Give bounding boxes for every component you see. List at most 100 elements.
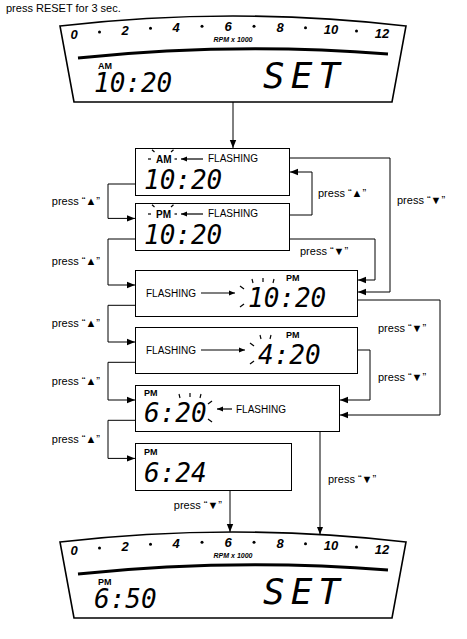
flash-mark-line xyxy=(189,393,190,397)
flashing-note: FLASHING xyxy=(146,346,196,356)
button-press-label: press “▲” xyxy=(50,317,102,330)
flow-arrow xyxy=(340,350,370,400)
flash-mark-line xyxy=(175,158,178,159)
scale-dot xyxy=(98,547,101,550)
flash-mark-line xyxy=(181,158,203,159)
flow-arrow xyxy=(108,420,135,458)
flash-mark-line xyxy=(200,394,201,398)
flow-arrow xyxy=(108,184,135,218)
dashboard-display: 024681012RPM x 1000AM10:20SET xyxy=(58,12,408,104)
button-press-label: press “▲” xyxy=(50,255,102,268)
button-press-label: press “▲” xyxy=(50,433,102,446)
flow-arrow xyxy=(290,172,312,215)
flow-arrow xyxy=(108,239,135,285)
flash-mark-line xyxy=(148,158,151,159)
scale-dot xyxy=(201,25,204,28)
rpm-scale-number: 12 xyxy=(375,543,389,556)
rpm-scale-number: 4 xyxy=(172,537,179,550)
rpm-scale-number: 6 xyxy=(224,536,231,549)
rpm-bar-arc xyxy=(78,49,388,58)
dashboard-display: 024681012RPM x 1000PM6:50SET xyxy=(58,528,408,620)
flash-mark-line xyxy=(240,286,244,289)
flash-mark-line xyxy=(262,278,263,282)
flow-arrow xyxy=(320,432,321,535)
flashing-note: FLASHING xyxy=(146,289,196,299)
scale-dot xyxy=(253,541,256,544)
flash-mark-line xyxy=(217,408,232,409)
flash-mark-line xyxy=(240,304,244,307)
dashboard-bezel xyxy=(60,16,406,102)
button-press-label: press “▼” xyxy=(172,499,224,512)
flash-mark-line xyxy=(181,213,203,214)
flow-arrow xyxy=(233,102,234,148)
flow-arrow xyxy=(230,491,231,532)
set-mode-text: SET xyxy=(263,574,346,610)
flash-mark-line xyxy=(152,150,155,152)
rpm-unit-label: RPM x 1000 xyxy=(214,552,253,559)
rpm-scale-number: 12 xyxy=(375,27,389,40)
rpm-scale-number: 8 xyxy=(276,537,283,550)
am-pm-indicator: AM xyxy=(156,155,172,165)
rpm-scale-number: 10 xyxy=(324,539,338,552)
clock-time-digits: 10:20 xyxy=(94,70,172,96)
button-press-label: press “▼” xyxy=(376,371,428,384)
button-press-label: press “▲” xyxy=(50,375,102,388)
flash-mark-line xyxy=(208,401,212,404)
rpm-unit-label: RPM x 1000 xyxy=(214,36,253,43)
flash-mark-line xyxy=(208,419,212,422)
am-pm-indicator: PM xyxy=(144,448,158,457)
lcd-step-box: PM 6:20 FLASHING xyxy=(135,385,340,432)
flash-mark-line xyxy=(152,205,155,207)
flow-arrow xyxy=(290,239,375,280)
lcd-step-box: FLASHING PM 4:20 xyxy=(135,327,358,374)
am-pm-indicator: PM xyxy=(286,274,300,283)
flash-mark-line xyxy=(250,361,254,364)
flashing-note: FLASHING xyxy=(236,405,286,415)
am-pm-indicator: PM xyxy=(144,389,158,398)
flash-mark-line xyxy=(201,349,245,350)
lcd-step-box: FLASHINGPM10:20 xyxy=(135,270,358,317)
instruction-note: press RESET for 3 sec. xyxy=(6,2,121,15)
scale-dot xyxy=(149,543,152,546)
scale-dot xyxy=(201,541,204,544)
lcd-step-box: PM FLASHING 10:20 xyxy=(135,203,290,251)
flash-mark-line xyxy=(175,213,178,214)
scale-dot xyxy=(304,542,307,545)
rpm-scale-number: 2 xyxy=(121,540,128,553)
bezel-outline xyxy=(60,532,406,618)
rpm-scale-number: 4 xyxy=(172,21,179,34)
flash-mark-line xyxy=(171,205,174,207)
flow-arrow xyxy=(290,158,390,292)
clock-time-digits: 10:20 xyxy=(144,222,222,248)
flow-arrow xyxy=(340,300,440,415)
bezel-outline xyxy=(60,16,406,102)
button-press-label: press “▼” xyxy=(395,194,447,207)
scale-dot xyxy=(355,30,358,33)
flashing-note: FLASHING xyxy=(208,154,258,164)
clock-time-digits: 6:20 xyxy=(144,400,207,426)
button-press-label: press “▼” xyxy=(298,245,350,258)
flash-mark-line xyxy=(179,394,180,398)
flash-mark-line xyxy=(250,343,254,346)
flash-mark-line xyxy=(273,279,274,283)
flashing-note: FLASHING xyxy=(208,209,258,219)
flash-mark-line xyxy=(148,213,151,214)
flash-mark-line xyxy=(260,335,261,339)
dashboard-bezel xyxy=(60,532,406,618)
flow-arrow xyxy=(108,305,135,342)
scale-dot xyxy=(355,546,358,549)
clock-time-digits: 4:20 xyxy=(258,342,321,368)
scale-dot xyxy=(253,25,256,28)
rpm-scale-number: 6 xyxy=(224,20,231,33)
rpm-scale-number: 8 xyxy=(276,21,283,34)
rpm-scale-number: 2 xyxy=(121,24,128,37)
am-pm-indicator: PM xyxy=(286,331,300,340)
rpm-scale-number: 0 xyxy=(70,28,77,41)
am-pm-indicator: PM xyxy=(156,210,171,220)
flash-mark-line xyxy=(201,292,235,293)
flash-mark-line xyxy=(252,279,253,283)
lcd-step-box: PM6:24 xyxy=(135,443,292,491)
flow-arrow xyxy=(108,362,135,400)
scale-dot xyxy=(98,31,101,34)
clock-time-digits: 6:50 xyxy=(94,586,157,612)
